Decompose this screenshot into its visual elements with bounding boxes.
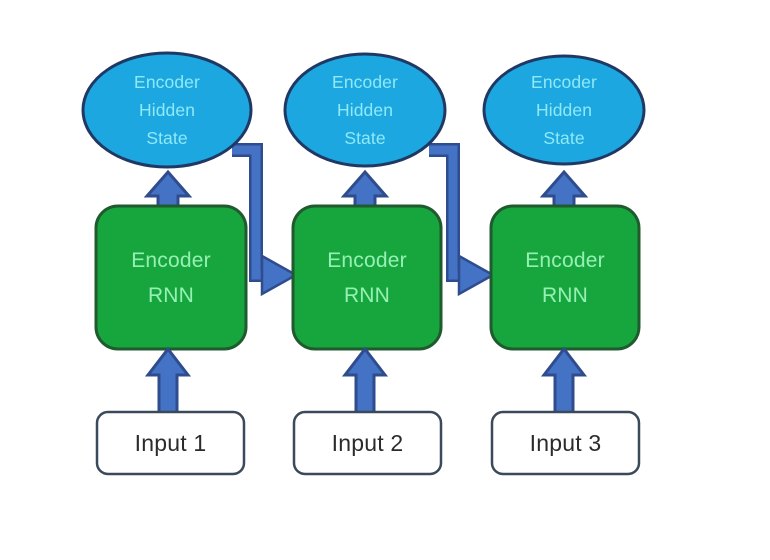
connector-hidden-2-to-rnn-3 <box>429 143 496 297</box>
hidden-state-ellipse-1 <box>81 51 253 169</box>
arrow-input-3-to-rnn-3 <box>540 346 588 416</box>
input-box-3[interactable] <box>490 410 641 476</box>
hidden-state-ellipse-3 <box>482 54 646 166</box>
arrow-input-1-to-rnn-1 <box>144 346 192 416</box>
encoder-rnn-box-3 <box>489 204 641 351</box>
arrow-rnn-2-to-hidden-2 <box>340 169 390 212</box>
input-box-1[interactable] <box>95 410 246 476</box>
encoder-rnn-box-1 <box>94 204 248 351</box>
encoder-rnn-box-2 <box>291 204 443 351</box>
hidden-state-ellipse-2 <box>283 52 447 168</box>
arrow-rnn-3-to-hidden-3 <box>539 169 589 212</box>
arrow-input-2-to-rnn-2 <box>341 346 389 416</box>
input-box-2[interactable] <box>292 410 443 476</box>
arrow-rnn-1-to-hidden-1 <box>143 169 193 212</box>
connector-hidden-1-to-rnn-2 <box>232 143 299 297</box>
